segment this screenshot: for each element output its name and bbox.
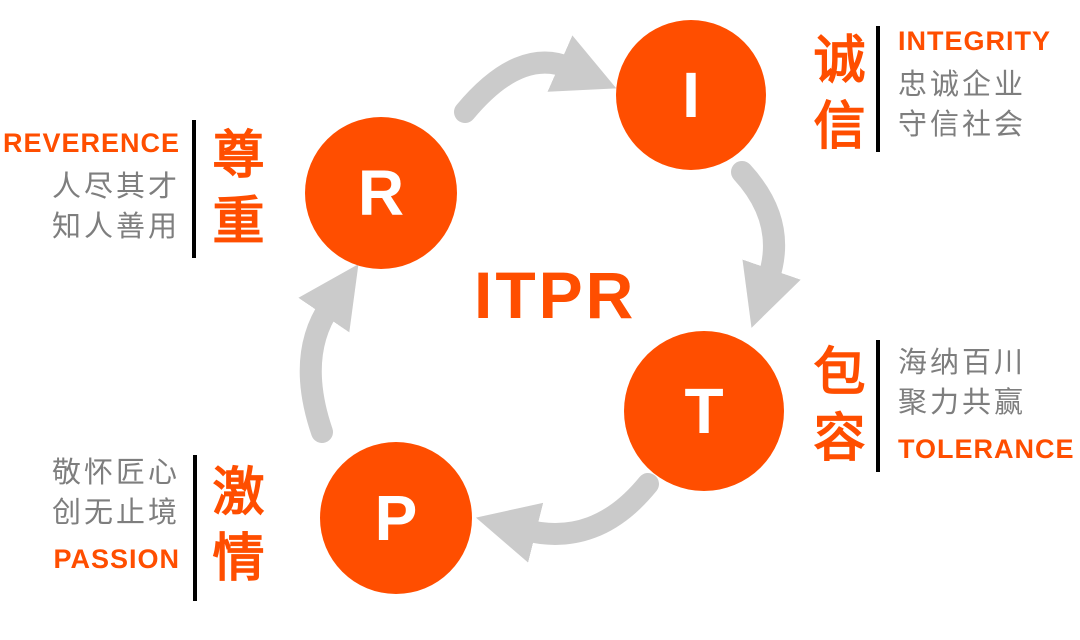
label-passion-cn: 激情	[203, 464, 263, 596]
divider-reverence	[192, 120, 196, 258]
node-circle-reverence: R	[305, 117, 457, 269]
label-passion-line1: 敬怀匠心	[51, 455, 180, 489]
cycle-arrow-right	[731, 161, 801, 328]
cycle-arrow-bottom	[475, 473, 659, 563]
label-tolerance: 海纳百川 聚力共赢 TOLERANCE	[898, 342, 1080, 466]
node-letter-reverence: R	[357, 157, 405, 229]
divider-integrity	[876, 26, 880, 152]
label-tolerance-line1: 海纳百川	[898, 345, 1027, 379]
label-integrity: INTEGRITY 忠诚企业 守信社会	[898, 24, 1080, 144]
label-reverence-line2: 知人善用	[51, 209, 180, 243]
node-letter-integrity: I	[682, 59, 700, 131]
divider-passion	[193, 455, 197, 601]
node-circle-tolerance: T	[624, 331, 784, 491]
node-letter-tolerance: T	[684, 375, 724, 447]
label-tolerance-cn: 包容	[804, 344, 864, 476]
node-circle-passion: P	[320, 442, 472, 594]
center-title: ITPR	[474, 258, 637, 332]
cycle-arrow-left	[298, 264, 359, 443]
divider-tolerance	[876, 340, 880, 472]
label-passion-en: PASSION	[53, 544, 180, 574]
label-integrity-line2: 守信社会	[898, 107, 1027, 141]
label-integrity-line1: 忠诚企业	[898, 67, 1027, 101]
label-tolerance-line2: 聚力共赢	[898, 385, 1027, 419]
label-reverence-line1: 人尽其才	[51, 169, 180, 203]
label-reverence-cn: 尊重	[203, 127, 263, 259]
label-reverence: REVERENCE 人尽其才 知人善用	[0, 126, 180, 246]
label-passion-line2: 创无止境	[51, 495, 180, 529]
node-circle-integrity: I	[616, 20, 766, 170]
label-reverence-en: REVERENCE	[2, 128, 180, 158]
label-integrity-en: INTEGRITY	[898, 26, 1052, 56]
cycle-arrow-top	[454, 35, 617, 123]
label-passion: 敬怀匠心 创无止境 PASSION	[0, 452, 180, 576]
label-integrity-cn: 诚信	[804, 32, 864, 164]
label-tolerance-en: TOLERANCE	[898, 434, 1075, 464]
node-letter-passion: P	[374, 482, 418, 554]
